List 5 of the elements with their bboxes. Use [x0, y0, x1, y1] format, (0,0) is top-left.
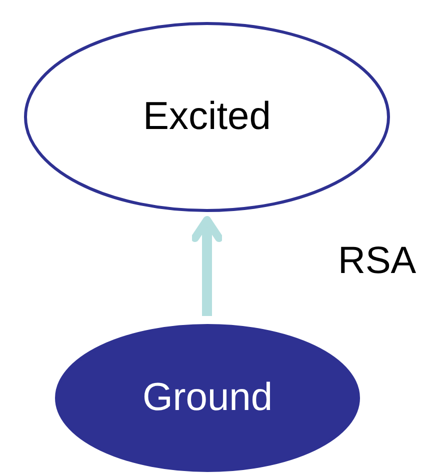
state-label: Excited: [143, 95, 271, 139]
state-label: Ground: [142, 376, 273, 420]
arrow: [191, 216, 223, 316]
state-ellipse: [55, 324, 360, 472]
state-ellipse: [24, 22, 390, 212]
